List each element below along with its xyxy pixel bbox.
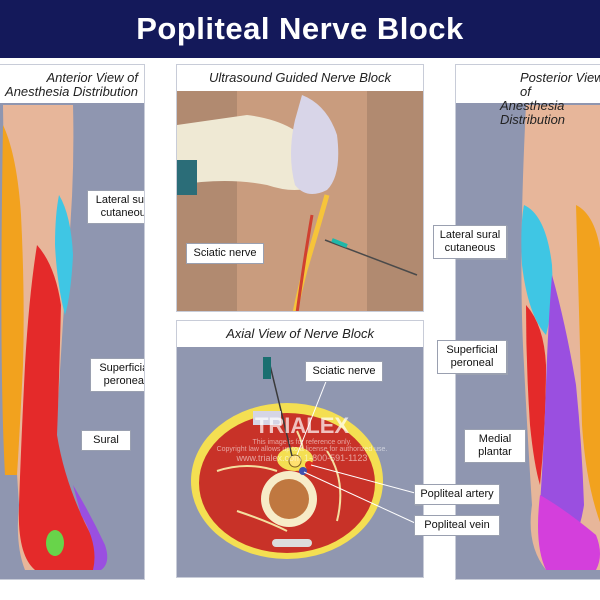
glove-cuff (177, 160, 197, 195)
panel-posterior-header: Posterior View of Anesthesia Distributio… (456, 65, 600, 127)
leader-axial-sciatic (296, 378, 328, 456)
anterior-purple-zone (73, 485, 108, 570)
anterior-red-zone (18, 245, 98, 570)
callout-ultrasound-sciatic: Sciatic nerve (186, 243, 264, 264)
posterior-red-zone (526, 305, 546, 485)
posterior-magenta-zone (538, 495, 600, 570)
anterior-orange-zone (1, 125, 24, 475)
posterior-heading-line1: Posterior View of (520, 70, 600, 99)
watermark-line1: This image is for reference only. (252, 439, 352, 446)
watermark-line3: www.trialex.com 1-800-591-1123 (236, 453, 368, 463)
ultrasound-artery (295, 214, 314, 311)
posterior-orange-zone (576, 205, 600, 523)
watermark-brand: TRIALEX (254, 413, 350, 438)
page-title: Popliteal Nerve Block (136, 11, 464, 46)
ultrasound-heading: Ultrasound Guided Nerve Block (208, 70, 392, 85)
callout-popliteal-vein: Popliteal vein (414, 515, 500, 536)
posterior-cyan-zone (521, 205, 553, 335)
callout-right-lateral-sural: Lateral sural cutaneous (433, 225, 507, 259)
leader-axial-vein (303, 471, 416, 524)
anterior-cyan-zone (55, 195, 73, 315)
callout-popliteal-artery: Popliteal artery (414, 484, 500, 505)
anterior-heading-line2: Anesthesia Distribution (5, 84, 138, 99)
callout-anterior-superficial-peroneal: Superficial peroneal (90, 358, 144, 392)
axial-bone-inner (269, 479, 309, 519)
axial-probe (253, 411, 281, 425)
leader-axial-artery (310, 464, 416, 494)
axial-watermark: TRIALEX This image is for reference only… (197, 413, 407, 463)
axial-tendon (272, 539, 312, 547)
axial-sciatic-nerve (288, 454, 302, 468)
panel-ultrasound-header: Ultrasound Guided Nerve Block (177, 65, 423, 91)
callout-right-superficial-peroneal: Superficial peroneal (437, 340, 507, 374)
anterior-green-toe (46, 530, 64, 556)
posterior-heading-line2: Anesthesia Distribution (500, 98, 566, 127)
callout-axial-sciatic: Sciatic nerve (305, 361, 383, 382)
watermark-line2: Copyright law allows up to a license for… (216, 446, 388, 453)
axial-needle-hub (263, 357, 271, 379)
ultrasound-needle (324, 239, 418, 276)
title-bar: Popliteal Nerve Block (0, 0, 600, 58)
ultrasound-probe (291, 95, 339, 194)
callout-anterior-lateral-sural: Lateral sural cutaneous (87, 190, 144, 224)
panel-anterior-header: Anterior View of Anesthesia Distribution (0, 65, 144, 103)
ultrasound-needle-hub (331, 238, 348, 248)
anterior-leg-illustration (1, 105, 108, 570)
axial-popliteal-artery (305, 461, 313, 469)
axial-needle (268, 360, 293, 457)
panel-axial-view: Axial View of Nerve Block TRIALEX This i… (176, 320, 424, 578)
axial-muscle-divisions (216, 430, 342, 532)
axial-illustration (191, 357, 416, 559)
callout-anterior-sural: Sural (81, 430, 131, 451)
anterior-heading-line1: Anterior View of (46, 70, 138, 85)
panel-ultrasound: Ultrasound Guided Nerve Block Sciatic ne… (176, 64, 424, 312)
ultrasound-illustration (177, 91, 423, 311)
axial-popliteal-vein (299, 467, 307, 475)
callout-posterior-medial-plantar: Medial plantar (464, 429, 526, 463)
posterior-leg-illustration (521, 105, 600, 570)
panel-anterior-view: Anterior View of Anesthesia Distribution… (0, 64, 145, 580)
axial-heading: Axial View of Nerve Block (226, 326, 374, 341)
posterior-purple-zone (539, 275, 584, 565)
gloved-hand (177, 115, 319, 190)
panel-axial-header: Axial View of Nerve Block (177, 321, 423, 347)
